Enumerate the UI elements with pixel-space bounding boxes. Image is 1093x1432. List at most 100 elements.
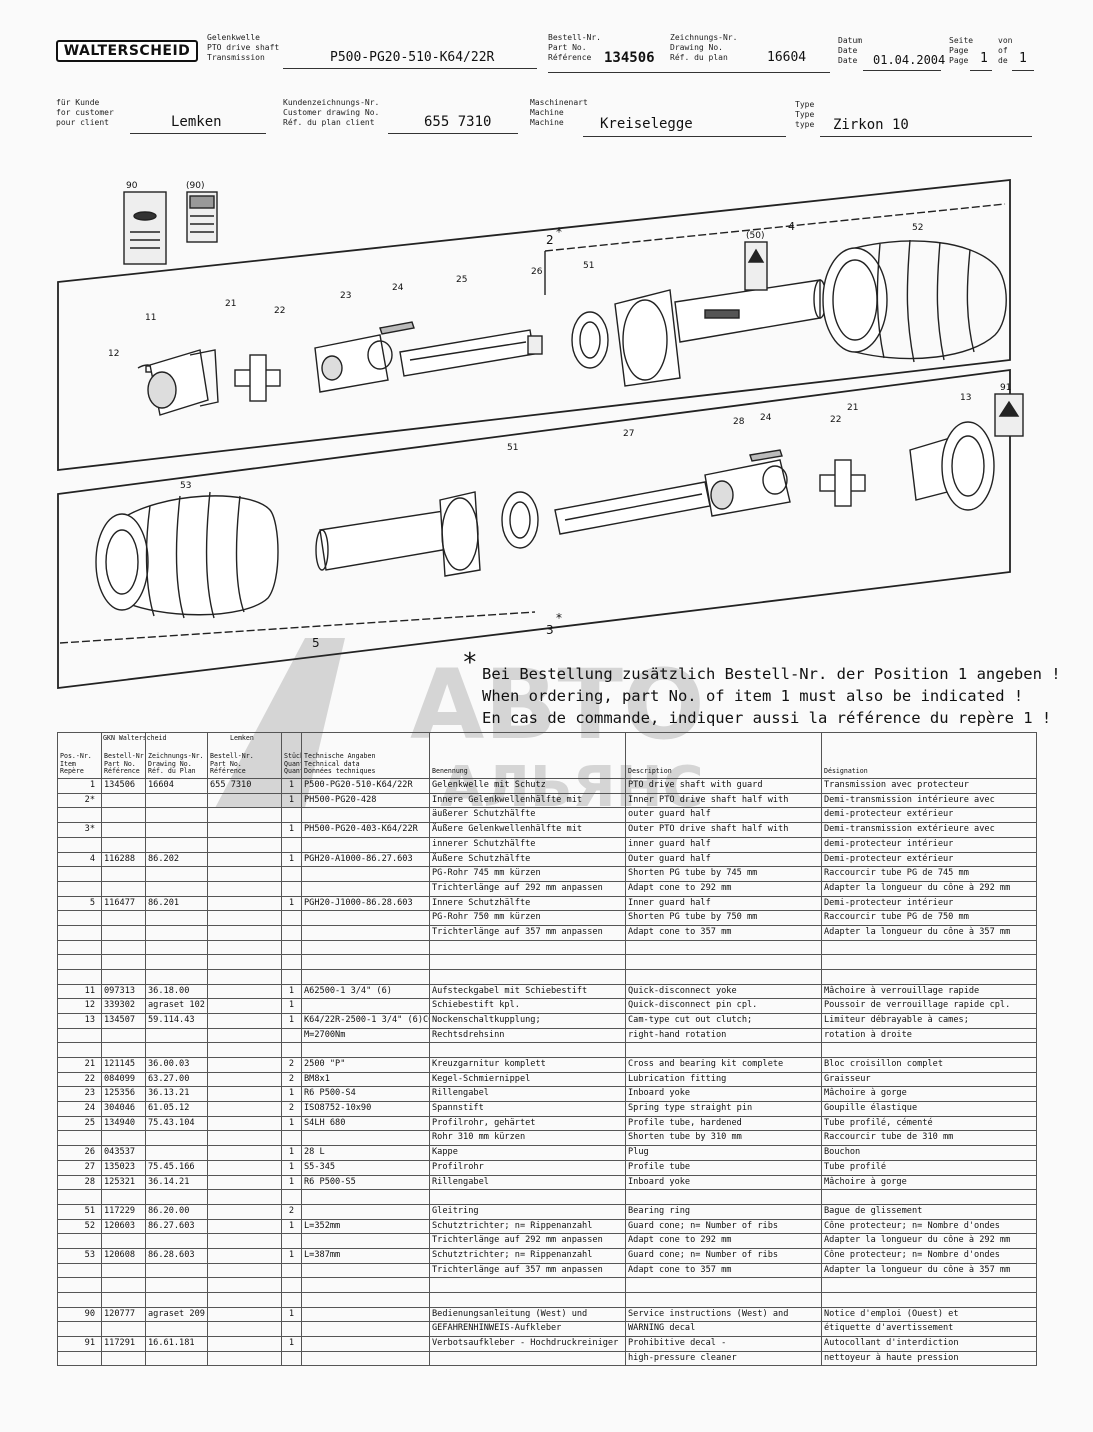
table-cell [101, 1233, 146, 1249]
table-cell: Cône protecteur; n= Nombre d'ondes [821, 1218, 1037, 1235]
table-cell [101, 866, 146, 882]
table-cell [145, 1027, 208, 1044]
table-cell: 134940 [101, 1115, 146, 1132]
table-cell [625, 939, 822, 956]
table-cell [145, 910, 208, 927]
table-cell: Profile tube, hardened [625, 1115, 822, 1132]
table-cell: Transmission avec protecteur [821, 778, 1037, 794]
page-number: 1 [980, 51, 988, 66]
table-cell [625, 1042, 822, 1058]
table-cell [207, 880, 282, 897]
machine-name: Kreiselegge [600, 116, 693, 132]
table-cell: 1 [281, 1306, 302, 1323]
column-header-line: Pos.-Nr. [60, 752, 92, 761]
callout-4: 4 [788, 220, 795, 233]
table-cell: Autocollant d'interdiction [821, 1335, 1037, 1352]
table-cell [301, 1130, 430, 1147]
callout-23: 23 [340, 291, 351, 301]
table-row [57, 1277, 1037, 1293]
table-cell [301, 836, 430, 853]
table-cell: WARNING decal [625, 1321, 822, 1337]
table-cell [207, 1291, 282, 1308]
product-code: P500-PG20-510-K64/22R [330, 50, 495, 65]
table-cell: PG-Rohr 745 mm kürzen [429, 866, 626, 882]
table-cell: Quick-disconnect yoke [625, 983, 822, 1000]
date-value: 01.04.2004 [873, 53, 946, 67]
table-cell: Profilrohr [429, 1159, 626, 1176]
table-cell [57, 1277, 102, 1293]
table-cell: Trichterlänge auf 292 mm anpassen [429, 1233, 626, 1249]
table-cell: Mâchoire à gorge [821, 1174, 1037, 1191]
table-cell: 097313 [101, 983, 146, 1000]
table-cell [57, 1042, 102, 1058]
table-cell: 27 [57, 1159, 102, 1176]
table-cell: demi-protecteur intérieur [821, 836, 1037, 853]
table-cell [301, 1042, 430, 1058]
table-cell: Cône protecteur; n= Nombre d'ondes [821, 1247, 1037, 1264]
table-cell [281, 954, 302, 970]
table-cell [57, 925, 102, 941]
table-cell: 1 [281, 1012, 302, 1029]
table-cell [301, 880, 430, 897]
table-cell [57, 1262, 102, 1279]
column-header-line: Réf. du Plan [148, 767, 196, 776]
callout-50: (50) [746, 231, 764, 241]
table-cell [207, 1247, 282, 1264]
table-cell [625, 1277, 822, 1293]
table-cell [57, 939, 102, 956]
table-cell [101, 1262, 146, 1279]
table-cell: BM8x1 [301, 1071, 430, 1088]
table-cell [57, 1189, 102, 1205]
table-cell [207, 910, 282, 927]
table-cell: PGH20-A1000-86.27.603 [301, 851, 430, 868]
table-cell: Adapter la longueur du cône à 357 mm [821, 1262, 1037, 1279]
table-cell: 084099 [101, 1071, 146, 1088]
table-cell [57, 1130, 102, 1147]
table-cell [281, 939, 302, 956]
table-cell [57, 1291, 102, 1308]
column-header-line: Item [60, 759, 76, 768]
table-cell [281, 1291, 302, 1308]
table-cell [281, 968, 302, 985]
table-cell [207, 836, 282, 853]
table-cell: 86.20.00 [145, 1203, 208, 1220]
table-row [57, 1291, 1037, 1308]
table-cell: 53 [57, 1247, 102, 1264]
table-cell [207, 1350, 282, 1367]
column-header-line: Part No. [210, 759, 242, 768]
column-header-line: Données techniques [304, 767, 376, 776]
table-cell: 120603 [101, 1218, 146, 1235]
table-cell: 5 [57, 895, 102, 912]
table-cell: 304046 [101, 1101, 146, 1117]
callout-51: 51 [583, 261, 594, 271]
table-cell: 2 [281, 1101, 302, 1117]
table-cell: Rohr 310 mm kürzen [429, 1130, 626, 1147]
table-cell [429, 1277, 626, 1293]
table-cell: Rillengabel [429, 1174, 626, 1191]
table-cell: 12 [57, 998, 102, 1014]
column-header-line: Stückzahl [284, 752, 301, 761]
table-cell: Gleitring [429, 1203, 626, 1220]
table-cell [101, 836, 146, 853]
column-header-line: Quantity [284, 759, 301, 768]
table-cell [207, 1335, 282, 1352]
notice-star: * [462, 648, 478, 678]
table-cell: 51 [57, 1203, 102, 1220]
table-cell: R6 P500-S5 [301, 1174, 430, 1191]
table-cell [207, 895, 282, 912]
table-cell [625, 954, 822, 970]
table-cell [301, 807, 430, 824]
column-header: Description [625, 732, 822, 779]
table-cell [207, 1233, 282, 1249]
table-cell [145, 1350, 208, 1367]
